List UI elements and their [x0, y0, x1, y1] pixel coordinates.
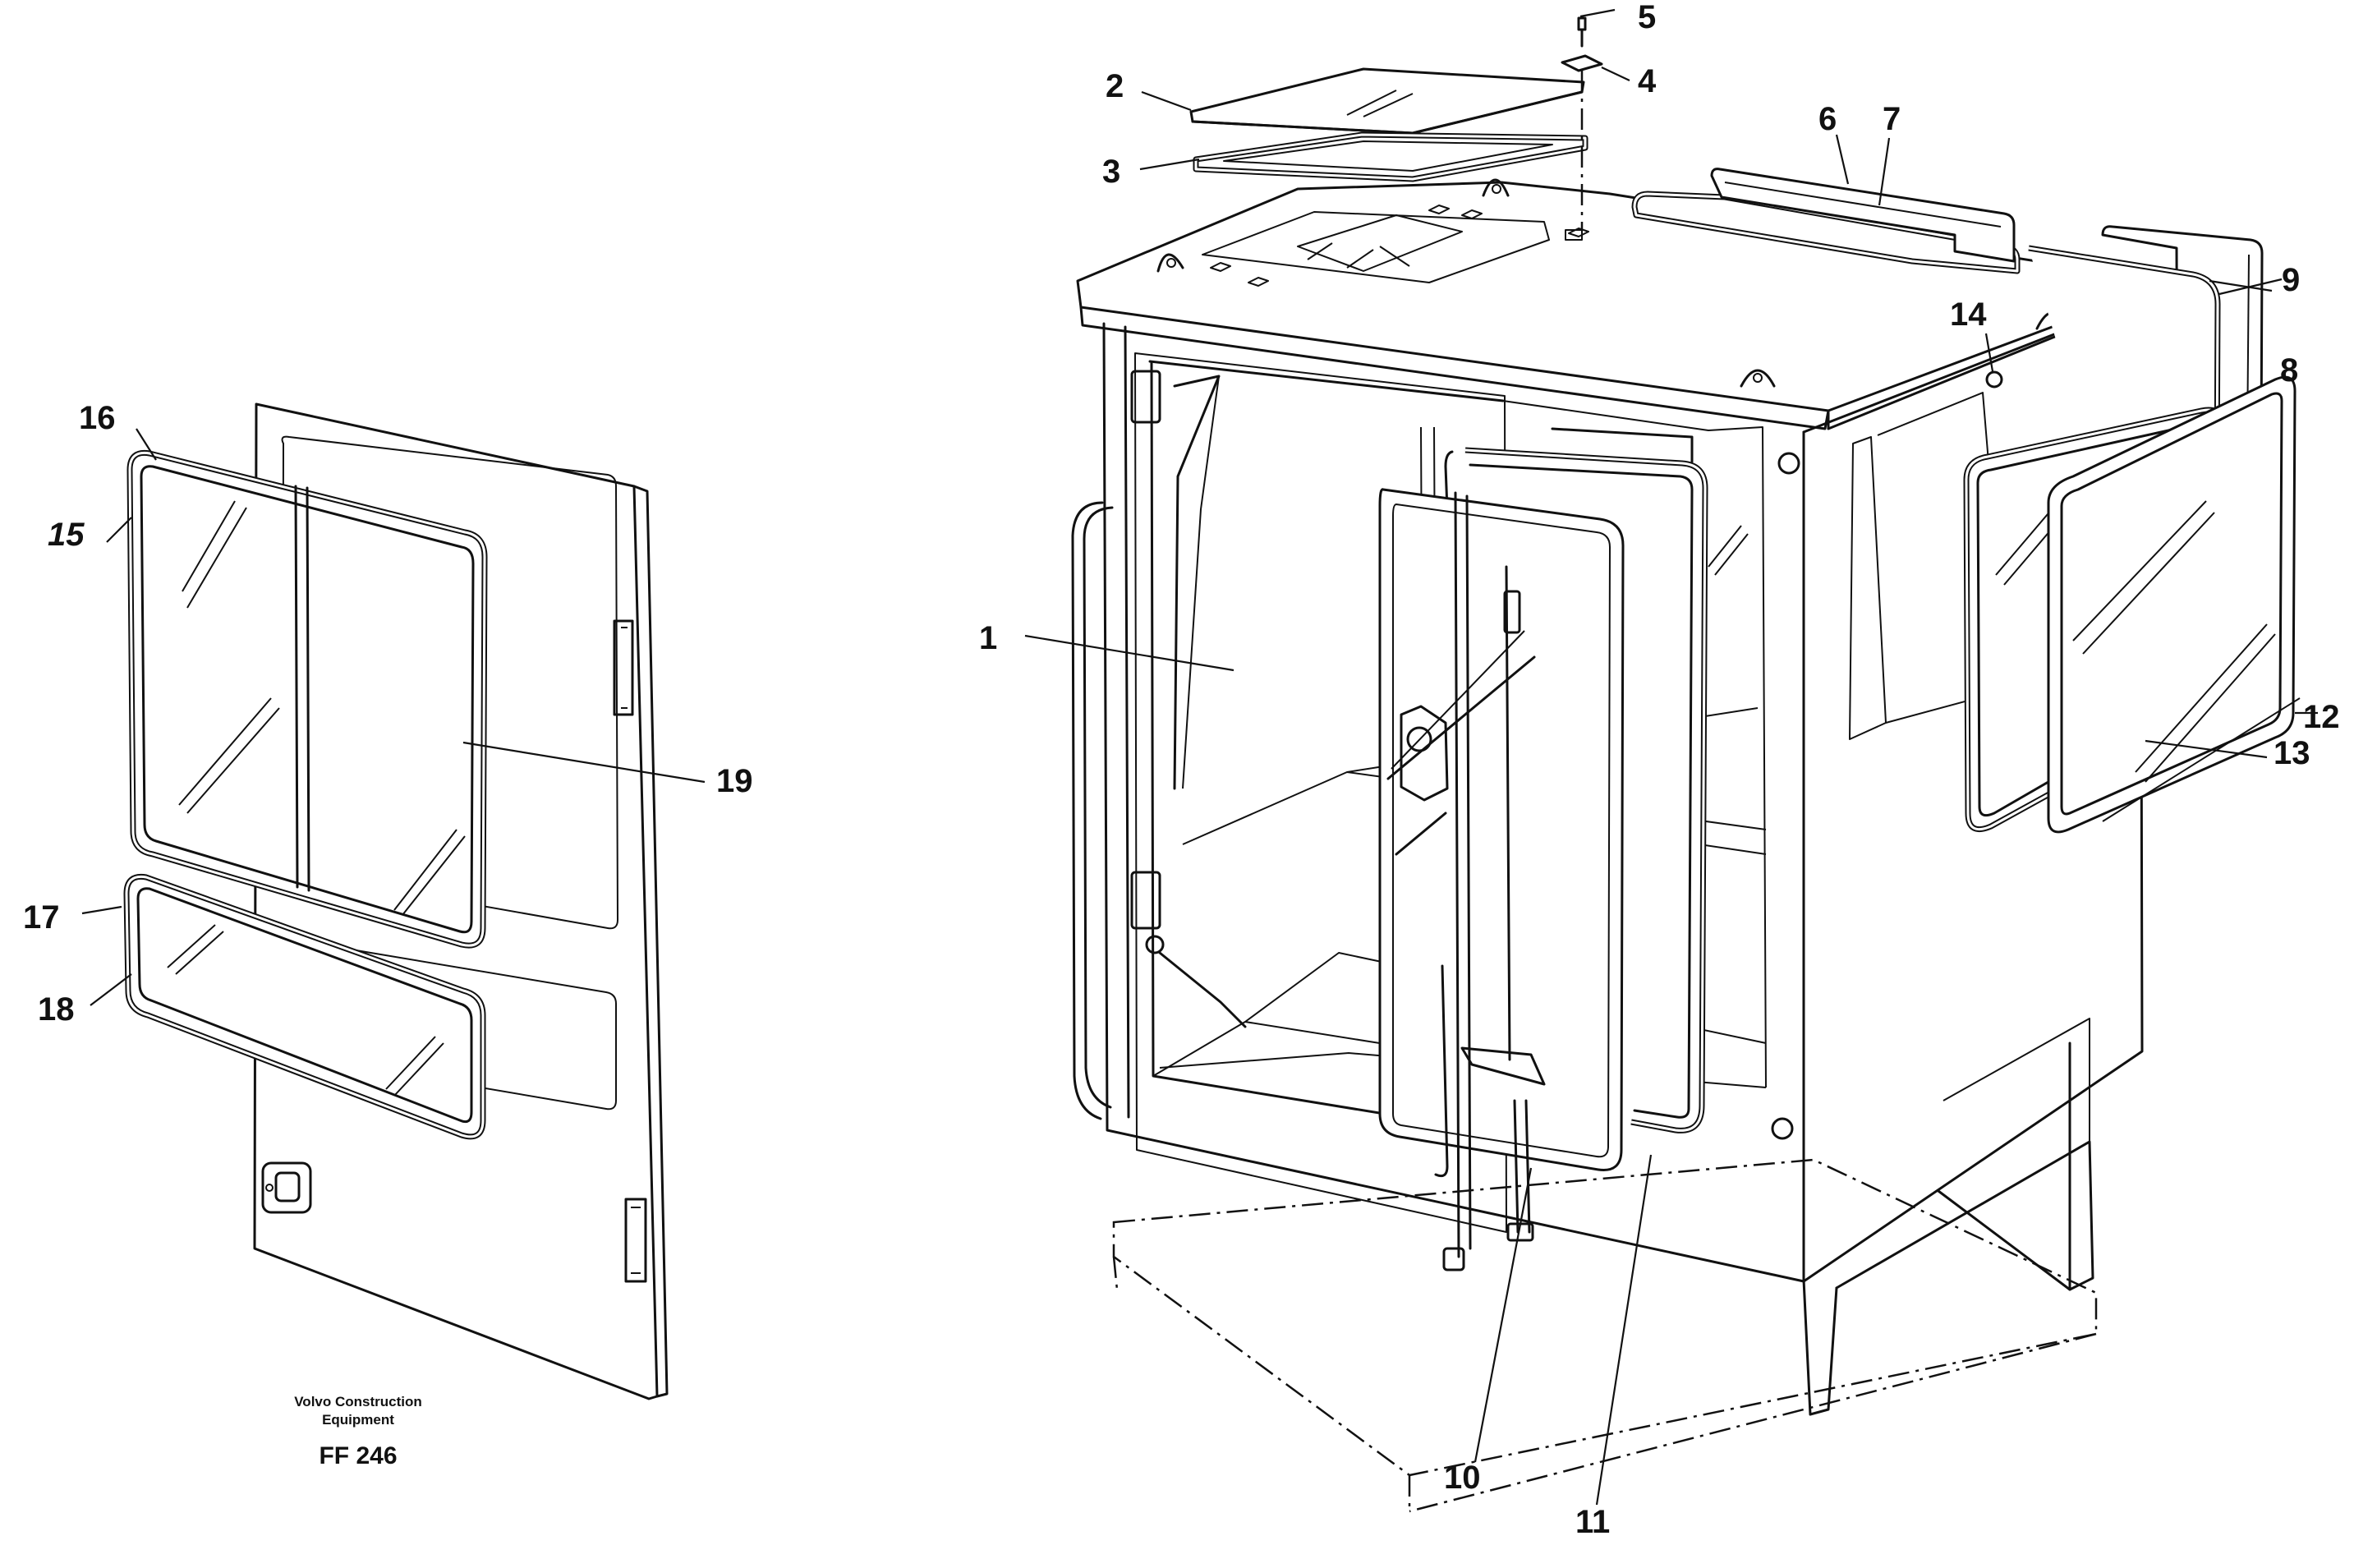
cab-front-left-seal [1071, 501, 1114, 1120]
callout-7: 7 [1883, 101, 1901, 137]
roof-glass-2 [1189, 67, 1585, 135]
door-hinge-upper [613, 619, 634, 716]
cab-support-frame [1802, 1018, 2094, 1416]
door-lower-glass-with-seal [123, 873, 486, 1140]
callout-numbers: 1 2 3 4 5 6 7 8 9 10 11 12 13 14 15 16 1… [23, 0, 2340, 1540]
callout-17: 17 [23, 899, 60, 936]
caption-brand-line1: Volvo Construction [294, 1394, 422, 1409]
caption-figure-id: FF 246 [319, 1442, 397, 1469]
callout-3: 3 [1102, 154, 1120, 190]
callout-11: 11 [1575, 1504, 1610, 1540]
door-glass-10 [1378, 488, 1625, 1271]
callout-15: 15 [48, 517, 85, 553]
leader-lines [81, 8, 2318, 1506]
callout-9: 9 [2282, 262, 2300, 298]
roof-screw-5 [1577, 16, 1587, 48]
callout-5: 5 [1638, 0, 1656, 35]
cab-base-plate [1112, 1158, 2098, 1513]
callout-4: 4 [1638, 63, 1657, 99]
callout-13: 13 [2274, 735, 2310, 771]
callout-10: 10 [1444, 1460, 1481, 1496]
callout-19: 19 [716, 763, 753, 799]
callout-18: 18 [38, 991, 75, 1028]
figure-caption: Volvo Construction Equipment FF 246 [294, 1394, 422, 1469]
callout-8: 8 [2280, 352, 2298, 389]
caption-brand-line2: Equipment [322, 1412, 394, 1428]
side-glass-12 [2047, 375, 2301, 834]
callout-2: 2 [1106, 68, 1124, 104]
roof-seal-3 [1193, 131, 1588, 182]
callout-1: 1 [979, 620, 997, 656]
callout-12: 12 [2303, 699, 2340, 735]
door-handle [261, 1161, 312, 1214]
callout-16: 16 [79, 400, 116, 436]
door-upper-glass-with-seal [126, 449, 488, 949]
rear-glass-6 [1710, 168, 2016, 263]
door-hinge-lower [624, 1198, 647, 1283]
callout-6: 6 [1818, 101, 1837, 137]
roof-washer-4 [1561, 54, 1603, 241]
callout-14: 14 [1950, 297, 1987, 333]
